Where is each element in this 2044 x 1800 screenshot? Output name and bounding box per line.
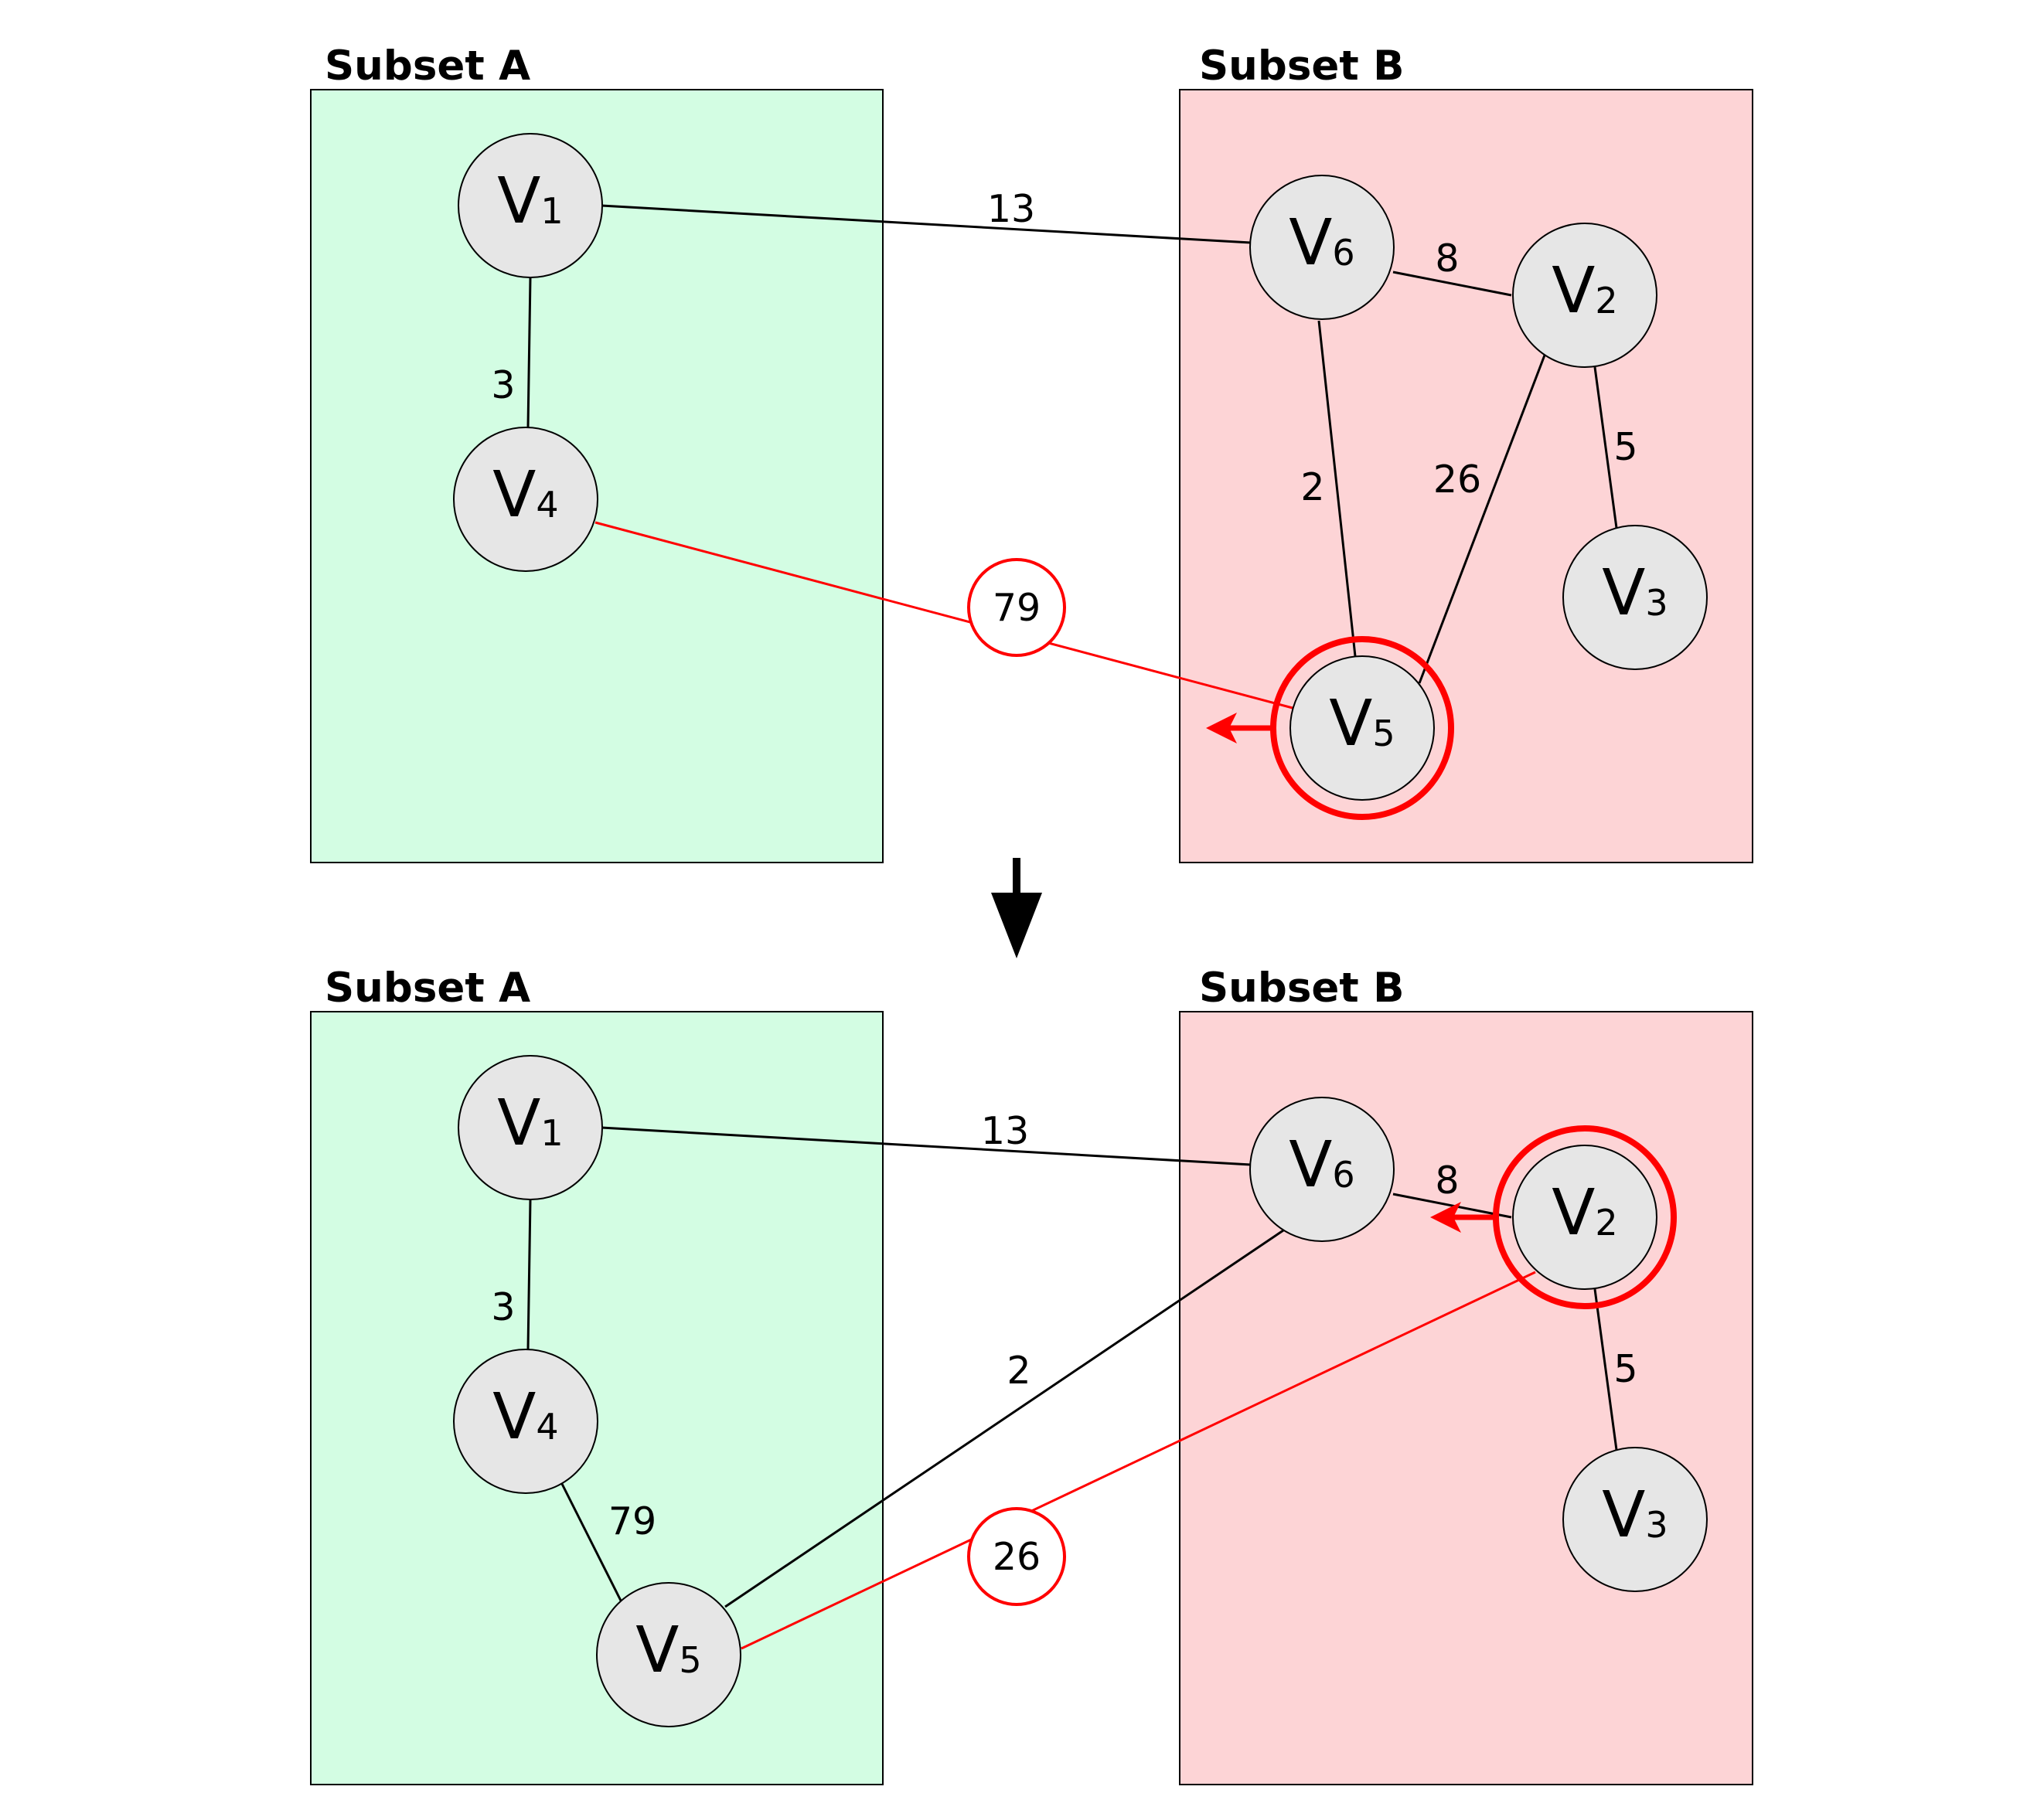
- subset-a-title: Subset A: [325, 965, 530, 1012]
- node-v2: V2: [1512, 223, 1657, 368]
- edge-label-v4-v5: 79: [993, 586, 1041, 630]
- edge-v1-v4: [526, 1199, 532, 1350]
- edge-label-v1-v4: 3: [491, 363, 515, 407]
- highlight-weight-circle: [967, 1507, 1066, 1606]
- edge-v6-v2: [1392, 1193, 1512, 1219]
- edge-v2-v5: [1418, 352, 1547, 684]
- edge-label-v2-v3: 5: [1613, 425, 1637, 469]
- subset-b-title: Subset B: [1199, 965, 1405, 1012]
- edge-label-v1-v6: 13: [987, 187, 1035, 231]
- edge-label-v6-v5: 2: [1300, 465, 1324, 509]
- svg-text:V1: V1: [497, 165, 563, 238]
- edge-v6-v5: [724, 1227, 1286, 1608]
- transition-arrow: [991, 858, 1042, 958]
- node-v1: V1: [458, 1055, 603, 1200]
- svg-text:V5: V5: [1329, 687, 1395, 760]
- selected-node-ring: [1270, 636, 1454, 820]
- edge-label-v2-v3: 5: [1613, 1347, 1637, 1391]
- edge-v2-v3: [1593, 1288, 1618, 1451]
- panel-before: Subset A Subset B 13 3 8 2 26 5 79 V1 V4…: [310, 43, 1753, 863]
- svg-text:V2: V2: [1552, 1176, 1617, 1250]
- edge-label-v4-v5: 79: [608, 1499, 656, 1543]
- move-arrow: [1430, 1202, 1498, 1233]
- node-v3: V3: [1562, 525, 1708, 670]
- node-v4: V4: [453, 427, 598, 572]
- svg-text:V6: V6: [1289, 206, 1354, 280]
- edge-label-v6-v5: 2: [1007, 1349, 1031, 1393]
- edge-v6-v5: [1317, 320, 1357, 657]
- svg-text:V2: V2: [1552, 254, 1617, 328]
- svg-text:V5: V5: [635, 1614, 701, 1687]
- edge-v2-v3: [1593, 366, 1618, 529]
- svg-text:V3: V3: [1602, 556, 1668, 630]
- node-v6: V6: [1249, 175, 1395, 320]
- edge-v2-v5: [741, 1271, 1536, 1650]
- svg-text:V1: V1: [497, 1087, 563, 1160]
- svg-text:V6: V6: [1289, 1128, 1354, 1202]
- svg-text:V3: V3: [1602, 1478, 1668, 1552]
- subset-b-title: Subset B: [1199, 43, 1405, 90]
- node-v6: V6: [1249, 1097, 1395, 1242]
- move-arrow: [1206, 713, 1272, 743]
- edge-label-v2-v5: 26: [993, 1535, 1041, 1579]
- node-v1: V1: [458, 133, 603, 278]
- edge-v1-v4: [526, 277, 532, 428]
- node-v3: V3: [1562, 1447, 1708, 1592]
- edge-v1-v6: [601, 204, 1252, 244]
- node-v5: V5: [596, 1582, 741, 1727]
- edge-v4-v5: [594, 521, 1293, 709]
- edge-label-v1-v6: 13: [981, 1109, 1029, 1153]
- svg-text:V4: V4: [492, 458, 558, 532]
- svg-text:V4: V4: [492, 1380, 558, 1454]
- edge-label-v2-v5: 26: [1433, 458, 1481, 502]
- edge-v1-v6: [601, 1126, 1252, 1166]
- node-v2: V2: [1493, 1125, 1677, 1309]
- subset-a-title: Subset A: [325, 43, 530, 90]
- edge-label-v1-v4: 3: [491, 1285, 515, 1329]
- edge-label-v6-v2: 8: [1435, 236, 1459, 281]
- node-v4: V4: [453, 1349, 598, 1494]
- edge-label-v6-v2: 8: [1435, 1159, 1459, 1203]
- highlight-weight-circle: [967, 558, 1066, 657]
- node-v5: V5: [1270, 636, 1454, 820]
- edge-v6-v2: [1392, 271, 1512, 297]
- panel-after: Subset A Subset B 13 3 79 2 8 5 26 V1 V4…: [310, 965, 1753, 1785]
- edge-v4-v5: [560, 1483, 622, 1601]
